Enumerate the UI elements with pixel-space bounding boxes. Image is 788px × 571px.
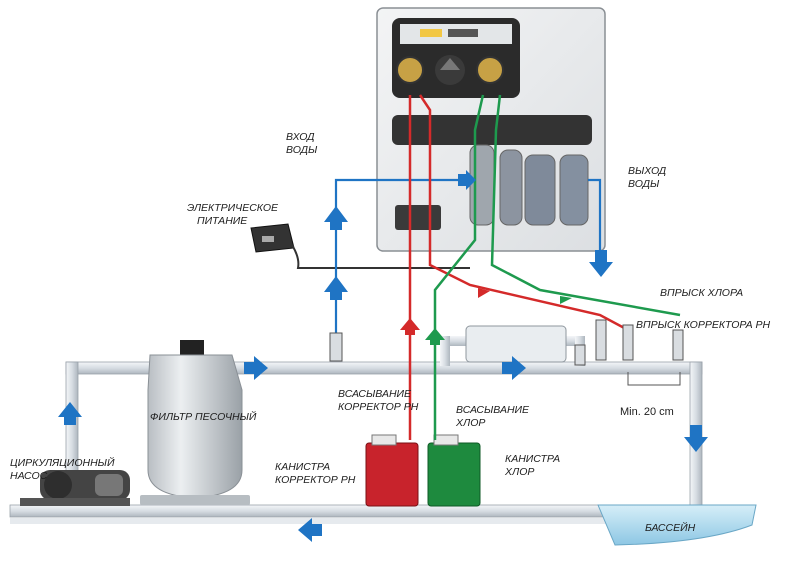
arrow-right-icon bbox=[478, 288, 490, 298]
chlorine-injection-text: ВПРЫСК ХЛОРА bbox=[660, 287, 744, 299]
pool bbox=[597, 504, 757, 546]
water-out-line-1: ВЫХОД bbox=[628, 165, 667, 177]
water-in-line-1: ВХОД bbox=[286, 131, 315, 143]
arrow-up-icon bbox=[324, 276, 348, 300]
power-label: ЭЛЕКТРИЧЕСКОЕ ПИТАНИЕ bbox=[187, 202, 278, 228]
min-distance-bracket bbox=[627, 372, 681, 386]
arrow-up-icon bbox=[425, 328, 445, 345]
chlorine-canister-line-1: КАНИСТРА bbox=[505, 453, 561, 465]
ph-lines bbox=[408, 94, 629, 440]
ph-injection-text: ВПРЫСК КОРРЕКТОРА РН bbox=[636, 319, 771, 331]
pool-text: БАССЕЙН bbox=[645, 522, 696, 534]
arrow-up-icon bbox=[400, 318, 420, 335]
power-supply bbox=[250, 223, 470, 269]
min-distance-text: Min. 20 cm bbox=[620, 406, 674, 418]
arrow-down-icon bbox=[684, 425, 708, 452]
chlorine-suction-line-2: ХЛОР bbox=[456, 417, 486, 429]
ph-suction-line-2: КОРРЕКТОР РН bbox=[338, 401, 419, 413]
pool-label: БАССЕЙН bbox=[645, 522, 695, 535]
pump-line-1: ЦИРКУЛЯЦИОННЫЙ bbox=[10, 457, 115, 469]
arrow-right-icon bbox=[458, 170, 476, 190]
ph-canister-label: КАНИСТРА КОРРЕКТОР РН bbox=[275, 461, 355, 487]
ph-canister bbox=[365, 434, 419, 507]
arrow-up-icon bbox=[58, 402, 82, 425]
dosing-arrows bbox=[400, 288, 572, 345]
min-distance-label: Min. 20 cm bbox=[620, 406, 674, 419]
water-out-label: ВЫХОД ВОДЫ bbox=[628, 165, 666, 191]
circulation-pump bbox=[20, 470, 130, 506]
control-panel bbox=[376, 7, 606, 252]
arrow-left-icon bbox=[298, 518, 322, 542]
chlorine-suction-line-1: ВСАСЫВАНИЕ bbox=[456, 404, 530, 416]
chlorine-injection-label: ВПРЫСК ХЛОРА bbox=[660, 287, 743, 300]
water-in-label: ВХОД ВОДЫ bbox=[286, 131, 317, 157]
water-in-line-2: ВОДЫ bbox=[286, 144, 318, 156]
ph-suction-label: ВСАСЫВАНИЕ КОРРЕКТОР РН bbox=[338, 388, 418, 414]
valves bbox=[329, 319, 684, 366]
power-line-1: ЭЛЕКТРИЧЕСКОЕ bbox=[187, 202, 279, 214]
ph-injection-label: ВПРЫСК КОРРЕКТОРА РН bbox=[636, 319, 770, 332]
sand-filter-text: ФИЛЬТР ПЕСОЧНЫЙ bbox=[150, 411, 257, 423]
sand-filter-label: ФИЛЬТР ПЕСОЧНЫЙ bbox=[150, 411, 256, 424]
ph-canister-line-1: КАНИСТРА bbox=[275, 461, 331, 473]
arrow-right-icon bbox=[244, 356, 268, 380]
chlorine-canister-line-2: ХЛОР bbox=[505, 466, 535, 478]
chlorine-canister bbox=[427, 434, 481, 507]
arrow-down-icon bbox=[589, 250, 613, 277]
sand-filter bbox=[140, 340, 250, 505]
ph-canister-line-2: КОРРЕКТОР РН bbox=[275, 474, 356, 486]
arrow-right-icon bbox=[502, 356, 526, 380]
pump-label: ЦИРКУЛЯЦИОННЫЙ НАСОС bbox=[10, 457, 114, 483]
chlorine-canister-label: КАНИСТРА ХЛОР bbox=[505, 453, 560, 479]
arrow-up-icon bbox=[324, 206, 348, 230]
water-out-line-2: ВОДЫ bbox=[628, 178, 660, 190]
ph-suction-line-1: ВСАСЫВАНИЕ bbox=[338, 388, 412, 400]
arrow-right-icon bbox=[560, 296, 572, 304]
flow-arrows bbox=[58, 170, 708, 542]
chlorine-suction-label: ВСАСЫВАНИЕ ХЛОР bbox=[456, 404, 529, 430]
pump-line-2: НАСОС bbox=[10, 470, 48, 482]
power-line-2: ПИТАНИЕ bbox=[197, 215, 248, 227]
